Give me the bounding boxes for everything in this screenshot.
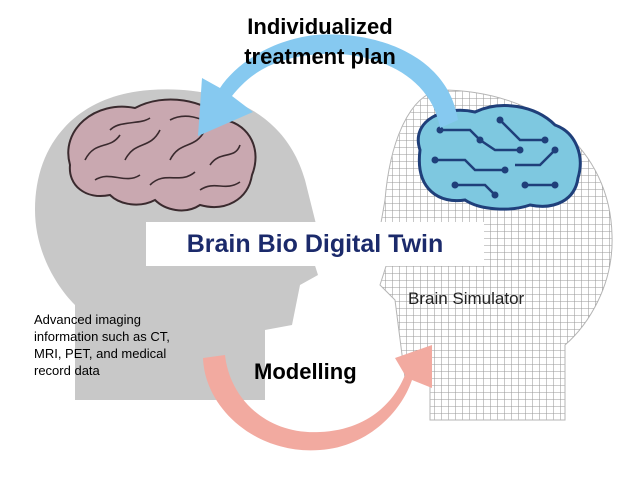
brain-simulator-label: Brain Simulator <box>408 289 525 308</box>
input-data-description: Advanced imaging information such as CT,… <box>34 311 234 379</box>
input-data-line-3: MRI, PET, and medical <box>34 346 167 361</box>
treatment-plan-label-line-1: Individualized <box>247 14 393 39</box>
input-data-line-2: information such as CT, <box>34 329 170 344</box>
center-title: Brain Bio Digital Twin <box>146 222 484 266</box>
treatment-plan-label: Individualized treatment plan <box>205 12 435 72</box>
treatment-plan-label-line-2: treatment plan <box>244 44 396 69</box>
modelling-arrow <box>203 345 432 451</box>
modelling-label: Modelling <box>254 359 357 384</box>
treatment-arrow <box>198 34 458 136</box>
input-data-line-4: record data <box>34 363 100 378</box>
circuit-brain-icon <box>416 104 582 211</box>
input-data-line-1: Advanced imaging <box>34 312 141 327</box>
